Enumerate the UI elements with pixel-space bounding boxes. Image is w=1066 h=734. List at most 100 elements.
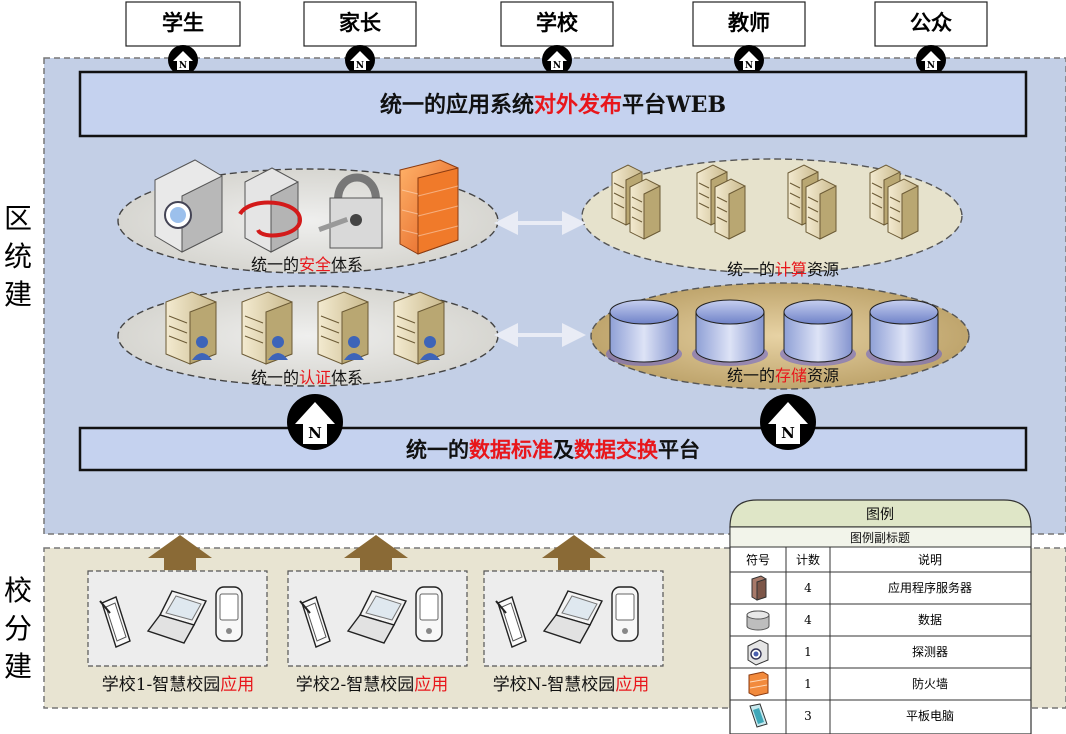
security-label: 统一的安全体系 <box>251 255 363 274</box>
legend-header-count: 计数 <box>796 552 820 567</box>
school-label-2: 学校2-智慧校园应用 <box>296 675 449 695</box>
node-icon-student: N <box>168 45 198 75</box>
school-device-box <box>87 570 268 667</box>
legend-database-icon <box>746 610 770 631</box>
svg-text:应用程序服务器: 应用程序服务器 <box>888 580 972 595</box>
svg-text:统: 统 <box>4 240 32 273</box>
user-box-parent: 家长 <box>303 1 417 47</box>
server-stack-icon <box>611 164 661 240</box>
legend-header-symbol: 符号 <box>746 552 770 567</box>
auth-server-icon <box>241 291 293 365</box>
legend-tablet-icon <box>749 703 768 728</box>
svg-text:建: 建 <box>4 278 32 311</box>
svg-text:公众: 公众 <box>910 10 952 35</box>
svg-text:学生: 学生 <box>162 10 204 35</box>
svg-text:建: 建 <box>4 650 32 683</box>
node-icon-school: N <box>542 45 572 75</box>
up-arrow-school2 <box>344 535 408 570</box>
svg-text:防火墙: 防火墙 <box>912 676 948 691</box>
svg-text:探测器: 探测器 <box>912 645 948 659</box>
legend: 图例 图例副标题 符号 计数 说明 <box>729 499 1032 734</box>
svg-text:4: 4 <box>804 613 812 627</box>
svg-text:1: 1 <box>804 677 812 691</box>
svg-text:1: 1 <box>804 645 812 659</box>
svg-text:平板电脑: 平板电脑 <box>906 709 954 723</box>
phone-icon <box>611 586 639 642</box>
auth-label: 统一的认证体系 <box>251 368 363 387</box>
svg-text:4: 4 <box>804 581 812 595</box>
user-box-public: 公众 <box>874 1 988 47</box>
svg-text:数据: 数据 <box>918 612 942 627</box>
node-icon-public: N <box>916 45 946 75</box>
data-exchange-bar: 统一的数据标准及数据交换平台 <box>78 426 1028 472</box>
tablet-icon <box>99 596 131 648</box>
svg-text:N: N <box>745 61 753 71</box>
tablet-icon <box>495 596 527 648</box>
node-icon-auth: N <box>287 394 343 450</box>
server-stack-icon <box>869 164 919 240</box>
user-box-school: 学校 <box>500 1 614 47</box>
auth-group: 统一的认证体系 <box>117 285 499 387</box>
svg-text:统一的应用系统对外发布平台WEB: 统一的应用系统对外发布平台WEB <box>380 92 726 118</box>
server-icon <box>238 167 303 253</box>
up-arrow-school1 <box>148 535 212 570</box>
svg-text:教师: 教师 <box>728 10 770 35</box>
laptop-icon <box>146 590 208 644</box>
svg-text:家长: 家长 <box>339 10 382 35</box>
database-icon <box>780 299 856 366</box>
compute-label: 统一的计算资源 <box>727 260 839 279</box>
web-publish-bar: 统一的应用系统对外发布平台WEB <box>78 70 1028 138</box>
security-group: 统一的安全体系 <box>117 159 499 274</box>
legend-detector-icon <box>747 639 769 666</box>
database-icon <box>606 299 682 366</box>
laptop-icon <box>346 590 408 644</box>
legend-header-desc: 说明 <box>918 552 942 567</box>
school-side-label: 校 分 建 <box>4 574 32 683</box>
node-icon-teacher: N <box>734 45 764 75</box>
user-box-student: 学生 <box>125 1 241 47</box>
server-stack-icon <box>787 164 837 240</box>
svg-text:校: 校 <box>4 574 32 607</box>
node-icon-storage: N <box>760 394 816 450</box>
auth-server-icon <box>317 291 369 365</box>
svg-text:3: 3 <box>804 709 812 723</box>
svg-text:分: 分 <box>4 612 32 645</box>
svg-text:N: N <box>356 61 364 71</box>
svg-text:学校: 学校 <box>536 10 579 35</box>
legend-firewall-icon <box>748 671 769 697</box>
svg-text:N: N <box>179 61 187 71</box>
school-label-n: 学校N-智慧校园应用 <box>493 675 650 695</box>
district-side-label: 区 统 建 <box>4 202 32 311</box>
svg-text:N: N <box>781 424 795 442</box>
user-box-teacher: 教师 <box>692 1 806 47</box>
school-device-box <box>483 570 664 667</box>
svg-text:N: N <box>308 424 322 442</box>
database-icon <box>692 299 768 366</box>
svg-text:N: N <box>927 61 935 71</box>
laptop-icon <box>542 590 604 644</box>
detector-icon <box>154 159 223 253</box>
compute-group: 统一的计算资源 <box>581 158 963 279</box>
tablet-icon <box>299 596 331 648</box>
school-label-1: 学校1-智慧校园应用 <box>102 675 255 695</box>
auth-server-icon <box>165 291 217 365</box>
school-device-box <box>287 570 468 667</box>
server-stack-icon <box>696 164 746 240</box>
svg-text:统一的数据标准及数据交换平台: 统一的数据标准及数据交换平台 <box>406 437 700 462</box>
node-icon-parent: N <box>345 45 375 75</box>
legend-title: 图例 <box>866 507 894 523</box>
storage-label: 统一的存储资源 <box>727 366 839 385</box>
up-arrow-schoolN <box>542 535 606 570</box>
auth-server-icon <box>393 291 445 365</box>
storage-group: 统一的存储资源 <box>590 282 970 390</box>
phone-icon <box>415 586 443 642</box>
legend-subtitle: 图例副标题 <box>850 531 910 545</box>
lock-icon <box>318 173 383 249</box>
legend-server-icon <box>751 575 767 601</box>
database-icon <box>866 299 942 366</box>
svg-text:N: N <box>553 61 561 71</box>
svg-text:区: 区 <box>4 202 32 235</box>
phone-icon <box>215 586 243 642</box>
